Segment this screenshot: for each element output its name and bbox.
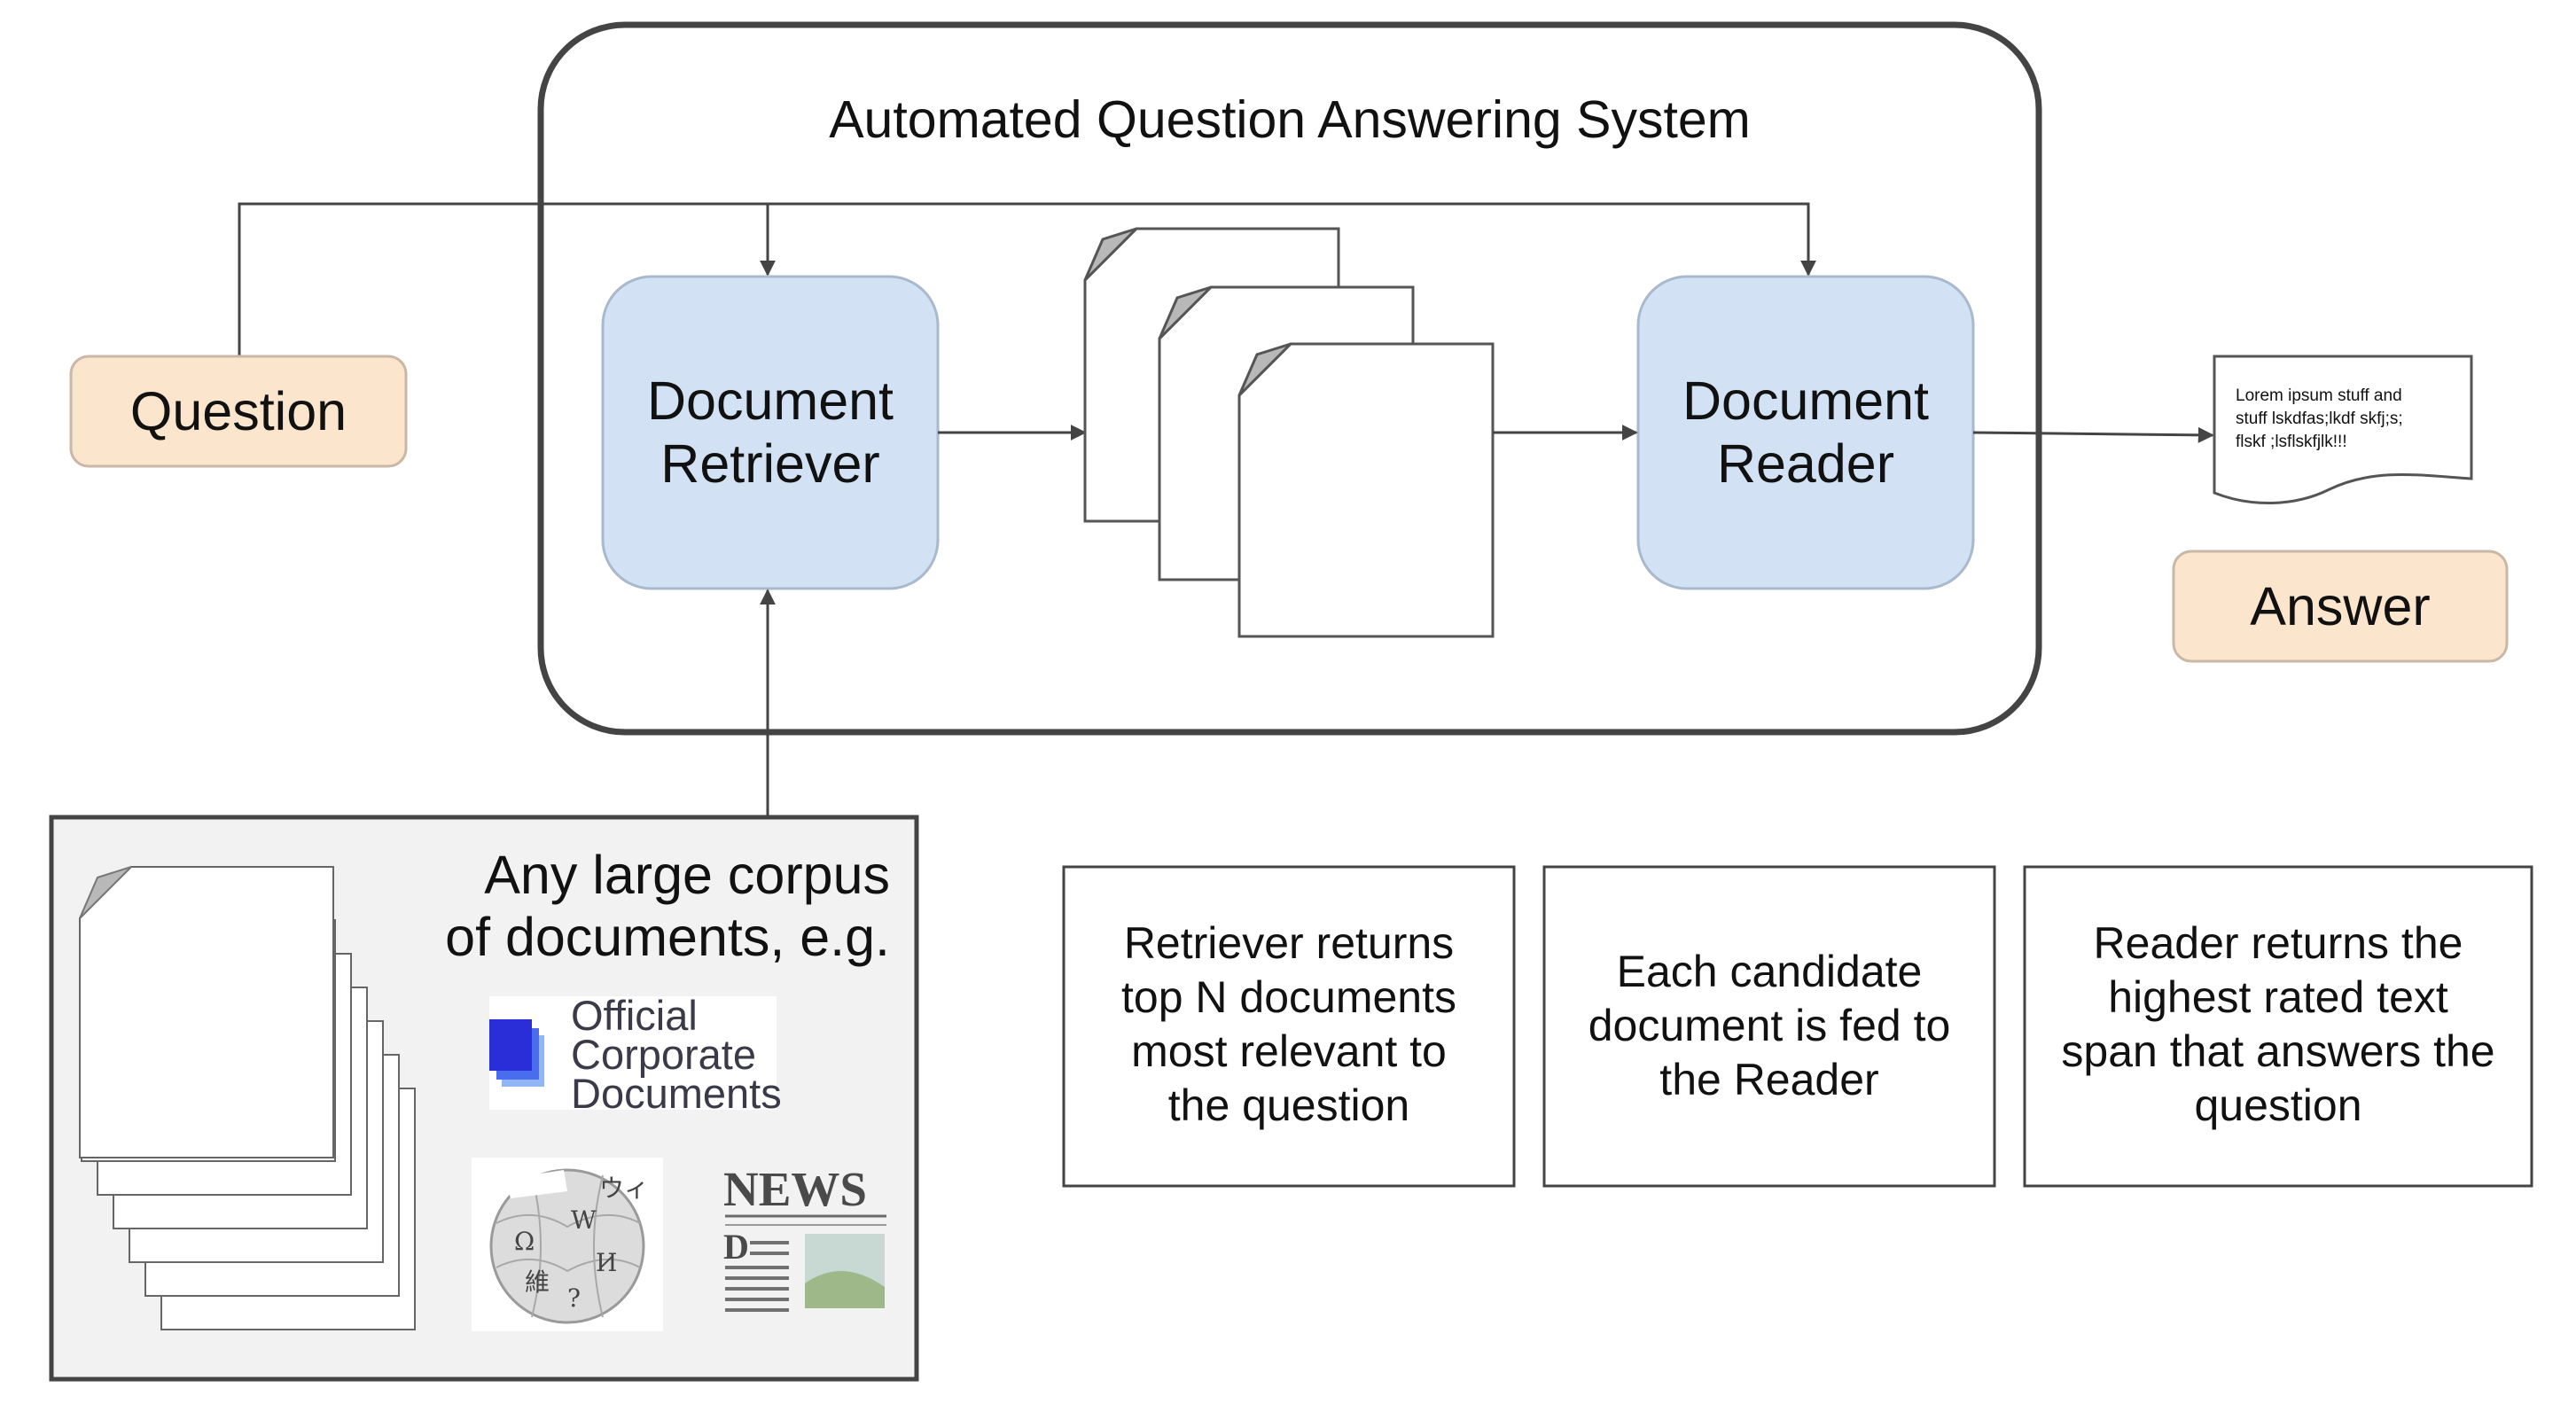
answer-text-line3: flskf ;lsflskfjlk!!! [2236, 433, 2347, 451]
wikipedia-glyph-wi: ウィ [599, 1174, 649, 1203]
question-box: Question [69, 355, 408, 468]
official-corporate-documents-logo: Official Corporate Documents [489, 992, 782, 1117]
question-to-retriever-connector [238, 202, 776, 356]
wikipedia-glyph-w: W [571, 1205, 597, 1235]
official-logo-line3: Documents [571, 1070, 782, 1117]
caption-reader-line2: highest rated text [2108, 972, 2448, 1022]
answer-label: Answer [2250, 576, 2430, 636]
answer-document: Lorem ipsum stuff and stuff lskdfas;lkdf… [2213, 355, 2473, 504]
caption-retriever-line3: most relevant to [1131, 1026, 1447, 1076]
system-container [537, 21, 2042, 736]
answer-text-line1: Lorem ipsum stuff and [2236, 386, 2402, 405]
official-logo-line2: Corporate [571, 1031, 756, 1078]
wikipedia-glyph-i: И [596, 1248, 617, 1277]
document-retriever: Document Retriever [601, 275, 940, 590]
official-logo-line1: Official [571, 992, 698, 1039]
reader-to-answer-arrow [1972, 426, 2214, 443]
corpus-document-icon [79, 866, 334, 1158]
document-reader: Document Reader [1636, 275, 1975, 590]
corpus-title-line2: of documents, e.g. [445, 907, 890, 967]
candidate-document-icon [1237, 342, 1495, 638]
news-logo: NEWS D [723, 1162, 886, 1312]
wikipedia-logo: Ω W И 維 ウィ ? [472, 1158, 663, 1331]
news-logo-text: NEWS [723, 1162, 867, 1216]
question-to-reader-connector [768, 202, 1816, 277]
caption-reader-line4: question [2194, 1080, 2361, 1130]
answer-box: Answer [2172, 550, 2509, 663]
reader-label-line2: Reader [1717, 433, 1894, 494]
caption-retriever-line2: top N documents [1121, 972, 1456, 1022]
caption-reader-line1: Reader returns the [2094, 918, 2463, 968]
caption-reader-line3: span that answers the [2061, 1026, 2494, 1076]
wikipedia-glyph-omega: Ω [514, 1227, 535, 1256]
question-label: Question [130, 381, 347, 441]
corpus-panel: Any large corpus of documents, e.g. Offi… [49, 815, 919, 1382]
caption-candidates-line1: Each candidate [1617, 947, 1923, 996]
caption-candidates-line2: document is fed to [1589, 1001, 1951, 1050]
answer-text-line2: stuff lskdfas;lkdf skfj;s; [2236, 410, 2403, 428]
caption-retriever-line1: Retriever returns [1124, 918, 1454, 968]
candidate-documents-stack [1083, 227, 1495, 638]
retriever-label-line2: Retriever [660, 433, 879, 494]
caption-retriever-line4: the question [1168, 1080, 1409, 1130]
news-logo-letter: D [723, 1227, 749, 1267]
corpus-documents-stack [79, 866, 416, 1330]
reader-label-line1: Document [1682, 370, 1929, 431]
system-title: Automated Question Answering System [829, 90, 1751, 149]
corpus-title-line1: Any large corpus [484, 845, 890, 905]
caption-reader: Reader returns the highest rated text sp… [2023, 865, 2533, 1188]
retriever-label-line1: Document [647, 370, 894, 431]
wikipedia-glyph-wei: 維 [525, 1268, 550, 1297]
caption-candidates: Each candidate document is fed to the Re… [1542, 865, 1996, 1188]
caption-candidates-line3: the Reader [1659, 1055, 1878, 1104]
wikipedia-glyph-q: ? [567, 1283, 581, 1313]
caption-retriever: Retriever returns top N documents most r… [1062, 865, 1516, 1188]
